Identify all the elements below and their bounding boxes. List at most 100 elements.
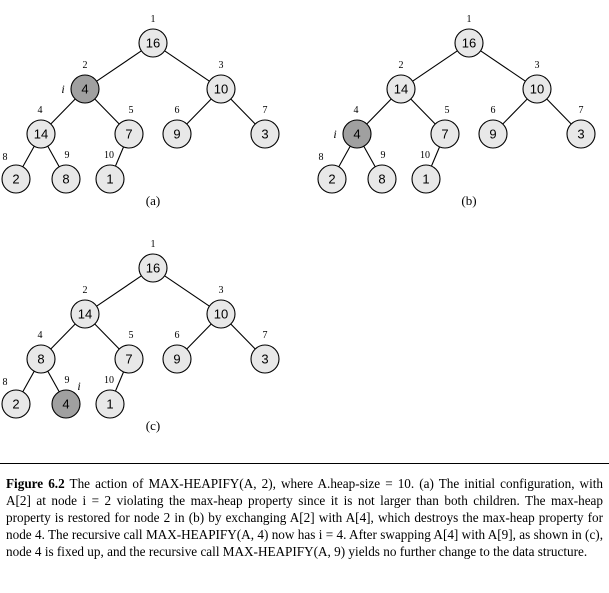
edge-5-10	[430, 146, 441, 167]
heap-node-5: 75	[114, 330, 144, 374]
panel-label: (c)	[146, 418, 160, 433]
node-circle	[367, 164, 397, 194]
node-index-label: 1	[151, 239, 156, 250]
node-value: 2	[12, 172, 19, 187]
edge-3-7	[230, 323, 256, 350]
node-index-label: 5	[445, 105, 450, 116]
node-index-label: 9	[65, 375, 70, 386]
node-index-label: 10	[104, 375, 114, 386]
node-index-label: 6	[175, 105, 180, 116]
node-index-label: 8	[3, 152, 8, 163]
edge-3-6	[186, 323, 212, 350]
heap-node-8: 28	[1, 377, 31, 419]
node-index-label: 6	[175, 330, 180, 341]
node-value: 8	[378, 172, 385, 187]
edge-2-4	[366, 98, 392, 125]
edge-1-2	[96, 50, 142, 82]
node-index-label: 7	[263, 330, 268, 341]
node-circle	[250, 119, 280, 149]
node-index-label: 4	[354, 105, 359, 116]
edge-2-5	[94, 323, 120, 350]
node-index-label: 10	[104, 150, 114, 161]
heap-node-9: 89	[51, 150, 81, 194]
edge-2-4	[50, 98, 76, 125]
node-index-label: 1	[151, 14, 156, 25]
node-index-label: 4	[38, 105, 43, 116]
panel-label: (b)	[461, 193, 476, 208]
caption-label: Figure 6.2	[6, 476, 65, 491]
edge-2-4	[50, 323, 76, 350]
node-index-label: 9	[381, 150, 386, 161]
node-index-label: 2	[399, 60, 404, 71]
heap-node-3: 103	[206, 60, 236, 104]
heap-diagrams: 161421031447596372889110i(a)161142103447…	[1, 14, 596, 433]
heap-node-1: 16 1	[138, 14, 168, 58]
node-index-label: 8	[319, 152, 324, 163]
edge-5-10	[114, 371, 125, 392]
node-value: 3	[577, 127, 584, 142]
heap-node-3: 103	[206, 285, 236, 329]
edge-1-3	[164, 50, 210, 82]
node-value: 8	[62, 172, 69, 187]
node-value: 1	[422, 172, 429, 187]
node-value: 14	[34, 127, 48, 142]
node-value: 7	[125, 127, 132, 142]
heap-node-10: 1 10	[95, 150, 125, 194]
i-pointer-label: i	[333, 127, 336, 141]
heap-node-1: 16 1	[454, 14, 484, 58]
node-index-label: 5	[129, 105, 134, 116]
node-index-label: 4	[38, 330, 43, 341]
heap-node-7: 37	[250, 105, 280, 149]
edge-1-3	[164, 275, 210, 307]
node-value: 1	[106, 172, 113, 187]
heap-node-9: 89	[367, 150, 397, 194]
node-circle	[206, 74, 236, 104]
node-value: 9	[489, 127, 496, 142]
node-circle	[250, 344, 280, 374]
node-index-label: 6	[491, 105, 496, 116]
node-value: 16	[146, 36, 160, 51]
edge-3-7	[546, 98, 572, 125]
node-value: 10	[530, 82, 544, 97]
node-value: 4	[81, 82, 88, 97]
node-index-label: 10	[420, 150, 430, 161]
node-circle	[566, 119, 596, 149]
node-value: 16	[462, 36, 476, 51]
edge-4-9	[47, 370, 60, 393]
node-circle	[114, 119, 144, 149]
node-circle	[95, 389, 125, 419]
heap-node-6: 96	[478, 105, 508, 149]
heap-node-3: 10 3	[522, 60, 552, 104]
node-index-label: 1	[467, 14, 472, 25]
node-index-label: 3	[535, 60, 540, 71]
heap-node-5: 75	[114, 105, 144, 149]
node-circle	[206, 299, 236, 329]
node-index-label: 2	[83, 285, 88, 296]
node-value: 3	[261, 352, 268, 367]
node-circle	[138, 28, 168, 58]
edge-5-10	[114, 146, 125, 167]
node-circle	[430, 119, 460, 149]
node-value: 4	[62, 397, 69, 412]
node-index-label: 2	[83, 60, 88, 71]
edge-2-5	[410, 98, 436, 125]
edge-4-8	[338, 145, 351, 168]
node-value: 4	[353, 127, 360, 142]
heap-node-8: 28	[1, 152, 31, 194]
edge-2-5	[94, 98, 120, 125]
node-circle	[70, 74, 100, 104]
node-circle	[95, 164, 125, 194]
heap-node-4: 14 4	[26, 105, 56, 149]
node-value: 14	[394, 82, 408, 97]
heap-node-7: 37	[250, 330, 280, 374]
node-value: 9	[173, 127, 180, 142]
node-circle	[1, 389, 31, 419]
node-circle	[162, 344, 192, 374]
edge-1-3	[480, 50, 526, 82]
node-value: 2	[328, 172, 335, 187]
node-circle	[114, 344, 144, 374]
edge-4-8	[22, 145, 35, 168]
heap-node-1: 161	[138, 239, 168, 283]
